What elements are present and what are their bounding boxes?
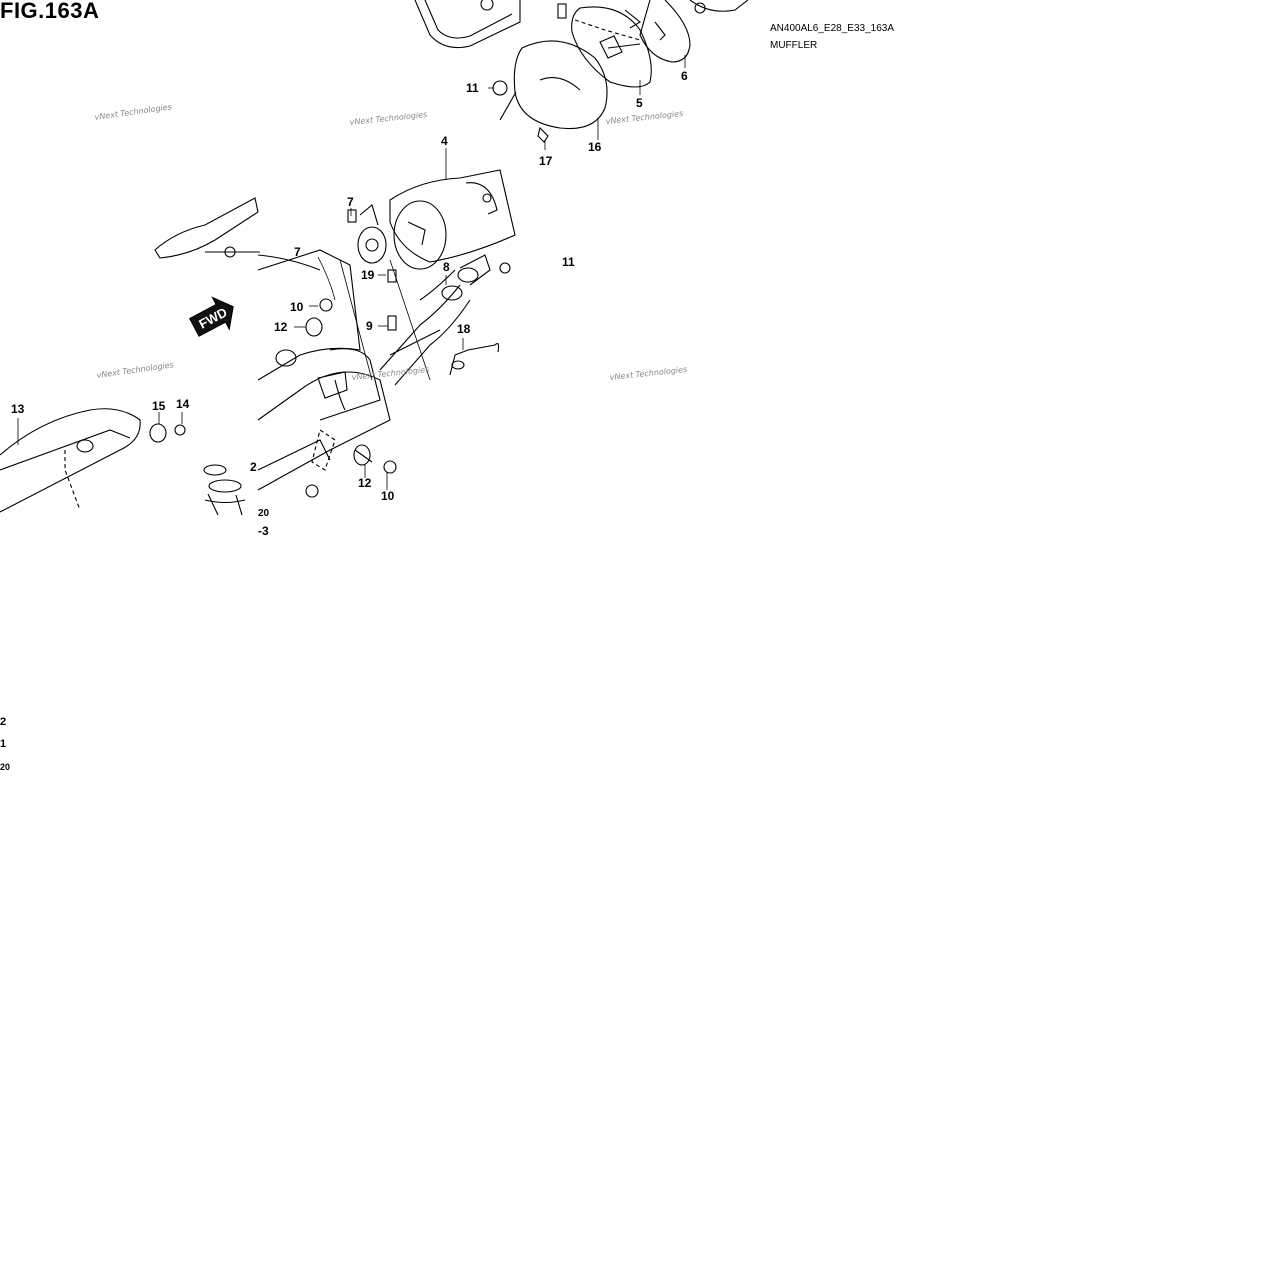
heat-shield-top — [414, 0, 521, 49]
callout-10[interactable]: 10 — [381, 489, 395, 503]
callout-17[interactable]: 17 — [539, 154, 553, 168]
figure-code: AN400AL6_E28_E33_163A — [770, 23, 894, 34]
callout-18[interactable]: 18 — [457, 322, 471, 336]
callout-16[interactable]: 16 — [588, 140, 602, 154]
callout-6[interactable]: 6 — [681, 69, 688, 83]
leader-lines — [17, 55, 686, 490]
end-cone-part-16 — [499, 40, 608, 130]
callout-4[interactable]: 4 — [441, 134, 448, 148]
callout-1-lower[interactable]: 1 — [0, 738, 7, 750]
callout-12[interactable]: 12 — [358, 476, 372, 490]
callout-14[interactable]: 14 — [176, 397, 190, 411]
callout-8[interactable]: 8 — [443, 260, 450, 274]
callout-15[interactable]: 15 — [152, 399, 166, 413]
oxygen-sensor-part-18 — [449, 343, 500, 376]
figure-name: MUFFLER — [770, 40, 818, 51]
tail-cap-part-5 — [571, 6, 652, 88]
watermark-text: vNext Technologies — [351, 365, 429, 382]
callout-2[interactable]: 2 — [250, 460, 257, 474]
exhaust-pipe — [257, 249, 491, 421]
clamp-band — [357, 204, 387, 264]
callout-7[interactable]: 7 — [294, 245, 301, 259]
heat-shield-part-13 — [0, 408, 141, 513]
watermark-text: vNext Technologies — [96, 360, 174, 380]
callout-10[interactable]: 10 — [290, 300, 304, 314]
callout-19[interactable]: 19 — [361, 268, 375, 282]
callout-9[interactable]: 9 — [366, 319, 373, 333]
callout-3[interactable]: -3 — [258, 524, 269, 538]
callout-20-lower[interactable]: 20 — [0, 762, 11, 772]
catalyser-section — [257, 371, 391, 491]
callout-2-lower[interactable]: 2 — [0, 716, 7, 728]
callout-12[interactable]: 12 — [274, 320, 288, 334]
callout-20[interactable]: 20 — [258, 508, 270, 519]
callout-13[interactable]: 13 — [11, 402, 25, 416]
muffler-body-part-4 — [389, 169, 516, 270]
forward-arrow-icon: FWD — [188, 296, 234, 337]
watermark-text: vNext Technologies — [609, 365, 687, 382]
callout-11[interactable]: 11 — [562, 255, 575, 269]
callout-7[interactable]: 7 — [347, 195, 354, 209]
fasteners — [149, 3, 567, 498]
end-cap-part-6 — [639, 0, 749, 63]
watermark-text: vNext Technologies — [94, 102, 172, 122]
watermark-text: vNext Technologies — [349, 110, 427, 127]
heat-shield-middle — [154, 197, 260, 259]
callout-5[interactable]: 5 — [636, 96, 643, 110]
watermark-text: vNext Technologies — [605, 109, 683, 126]
callout-11[interactable]: 11 — [466, 81, 479, 95]
figure-title: FIG.163A — [0, 0, 100, 23]
pipe-flange — [203, 464, 246, 516]
